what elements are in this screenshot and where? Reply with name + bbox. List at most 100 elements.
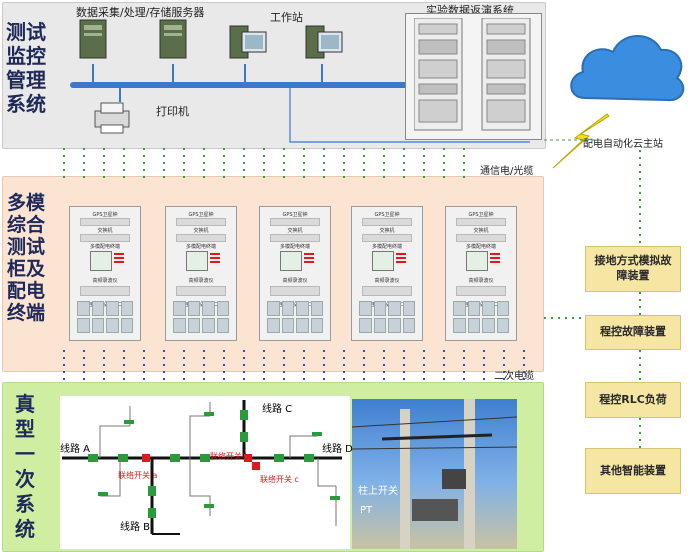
grounding-fault-simulator-label: 接地方式模拟故障装置 bbox=[594, 254, 672, 282]
cloud-icon bbox=[570, 35, 685, 102]
recorder-unit bbox=[270, 286, 320, 296]
printer-icon bbox=[94, 102, 130, 134]
gps-clock-label: GPS卫星钟 bbox=[374, 212, 400, 218]
line-d-label: 线路 D bbox=[322, 444, 353, 455]
terminal-leds bbox=[210, 253, 220, 265]
line-c-label: 线路 C bbox=[262, 404, 293, 415]
recorder-unit bbox=[176, 286, 226, 296]
switch-label: 交换机 bbox=[97, 228, 113, 234]
auto-port-label: 自动化设备接口 bbox=[463, 302, 499, 308]
server-icons bbox=[79, 19, 187, 59]
programmable-fault-device: 程控故障装置 bbox=[585, 315, 681, 350]
switch-label: 交换机 bbox=[379, 228, 395, 234]
terminal-screen bbox=[466, 251, 488, 271]
workstation-label: 工作站 bbox=[270, 11, 303, 24]
network-bus bbox=[70, 64, 530, 143]
recorder-label: 高频录波仪 bbox=[282, 278, 308, 284]
monitoring-system-title: 测试 监控 管理 系统 bbox=[6, 20, 46, 116]
test-cabinet: GPS卫星钟交换机多模配电终端高频录波仪自动化设备接口 bbox=[165, 206, 237, 341]
terminal-block-grid bbox=[453, 301, 509, 333]
workstation-icons bbox=[229, 25, 343, 59]
other-smart-devices: 其他智能装置 bbox=[585, 448, 681, 494]
terminal-block-grid bbox=[77, 301, 133, 333]
terminal-block-grid bbox=[359, 301, 415, 333]
tie-switch-c-label: 联络开关 c bbox=[260, 475, 299, 484]
rack-icon bbox=[481, 18, 531, 131]
tie-switch-b-label: 联络开关 b bbox=[210, 452, 250, 461]
test-cabinet: GPS卫星钟交换机多模配电终端高频录波仪自动化设备接口 bbox=[259, 206, 331, 341]
switch-label: 交换机 bbox=[473, 228, 489, 234]
programmable-rlc-load: 程控RLC负荷 bbox=[585, 382, 681, 418]
gps-clock-unit bbox=[176, 218, 226, 226]
server-label: 数据采集/处理/存储服务器 bbox=[76, 6, 205, 19]
gps-clock-label: GPS卫星钟 bbox=[282, 212, 308, 218]
line-a-label: 线路 A bbox=[60, 444, 91, 455]
line-b-label: 线路 B bbox=[120, 522, 151, 533]
pt-label: PT bbox=[360, 505, 373, 516]
recorder-unit bbox=[362, 286, 412, 296]
programmable-rlc-load-label: 程控RLC负荷 bbox=[599, 392, 667, 406]
comm-cable-label: 通信电/光缆 bbox=[480, 166, 534, 177]
cloud-label: 配电自动化云主站 bbox=[583, 139, 663, 150]
auto-port-label: 自动化设备接口 bbox=[277, 302, 313, 308]
test-cabinet: GPS卫星钟交换机多模配电终端高频录波仪自动化设备接口 bbox=[445, 206, 517, 341]
grounding-fault-simulator: 接地方式模拟故障装置 bbox=[585, 246, 681, 292]
terminal-leds bbox=[304, 253, 314, 265]
terminal-leds bbox=[114, 253, 124, 265]
other-smart-devices-label: 其他智能装置 bbox=[600, 463, 666, 477]
replay-racks bbox=[414, 18, 531, 131]
tie-switch-a-label: 联络开关 a bbox=[118, 471, 158, 480]
terminal-label: 多模配电终端 bbox=[465, 244, 496, 250]
terminal-screen bbox=[280, 251, 302, 271]
gps-clock-label: GPS卫星钟 bbox=[92, 212, 118, 218]
terminal-label: 多模配电终端 bbox=[185, 244, 216, 250]
pole-photo bbox=[352, 399, 517, 549]
gps-clock-unit bbox=[456, 218, 506, 226]
switch-label: 交换机 bbox=[287, 228, 303, 234]
primary-system-title: 真 型 一 次 系 统 bbox=[15, 392, 35, 541]
secondary-cable-label: 二次电缆 bbox=[494, 371, 534, 382]
switch-unit bbox=[362, 234, 412, 242]
switch-unit bbox=[456, 234, 506, 242]
recorder-label: 高频录波仪 bbox=[188, 278, 214, 284]
printer-label: 打印机 bbox=[156, 105, 189, 118]
terminal-label: 多模配电终端 bbox=[279, 244, 310, 250]
recorder-label: 高频录波仪 bbox=[468, 278, 494, 284]
auto-port-label: 自动化设备接口 bbox=[87, 302, 123, 308]
switch-unit bbox=[176, 234, 226, 242]
pole-illustration bbox=[352, 399, 517, 549]
test-cabinet-title: 多模 综合 测试 柜及 配电 终端 bbox=[6, 192, 45, 324]
switch-unit bbox=[80, 234, 130, 242]
workstation-icon bbox=[305, 25, 343, 59]
auto-port-label: 自动化设备接口 bbox=[183, 302, 219, 308]
recorder-label: 高频录波仪 bbox=[374, 278, 400, 284]
gps-clock-unit bbox=[80, 218, 130, 226]
terminal-screen bbox=[372, 251, 394, 271]
grid-diagram-panel bbox=[60, 396, 350, 549]
test-cabinet: GPS卫星钟交换机多模配电终端高频录波仪自动化设备接口 bbox=[351, 206, 423, 341]
terminal-block-grid bbox=[267, 301, 323, 333]
auto-port-label: 自动化设备接口 bbox=[369, 302, 405, 308]
recorder-unit bbox=[80, 286, 130, 296]
terminal-leds bbox=[396, 253, 406, 265]
recorder-unit bbox=[456, 286, 506, 296]
grid-diagram bbox=[62, 400, 342, 535]
server-icon bbox=[79, 19, 107, 59]
terminal-block-grid bbox=[173, 301, 229, 333]
terminal-screen bbox=[90, 251, 112, 271]
switch-label: 交换机 bbox=[193, 228, 209, 234]
gps-clock-label: GPS卫星钟 bbox=[468, 212, 494, 218]
gps-clock-label: GPS卫星钟 bbox=[188, 212, 214, 218]
workstation-icon bbox=[229, 25, 267, 59]
rack-icon bbox=[414, 18, 463, 131]
terminal-label: 多模配电终端 bbox=[371, 244, 402, 250]
test-cabinet: GPS卫星钟交换机多模配电终端高频录波仪自动化设备接口 bbox=[69, 206, 141, 341]
terminal-label: 多模配电终端 bbox=[89, 244, 120, 250]
lightning-icon bbox=[552, 113, 610, 169]
switch-unit bbox=[270, 234, 320, 242]
gps-clock-unit bbox=[270, 218, 320, 226]
terminal-screen bbox=[186, 251, 208, 271]
terminal-leds bbox=[490, 253, 500, 265]
server-icon bbox=[159, 19, 187, 59]
